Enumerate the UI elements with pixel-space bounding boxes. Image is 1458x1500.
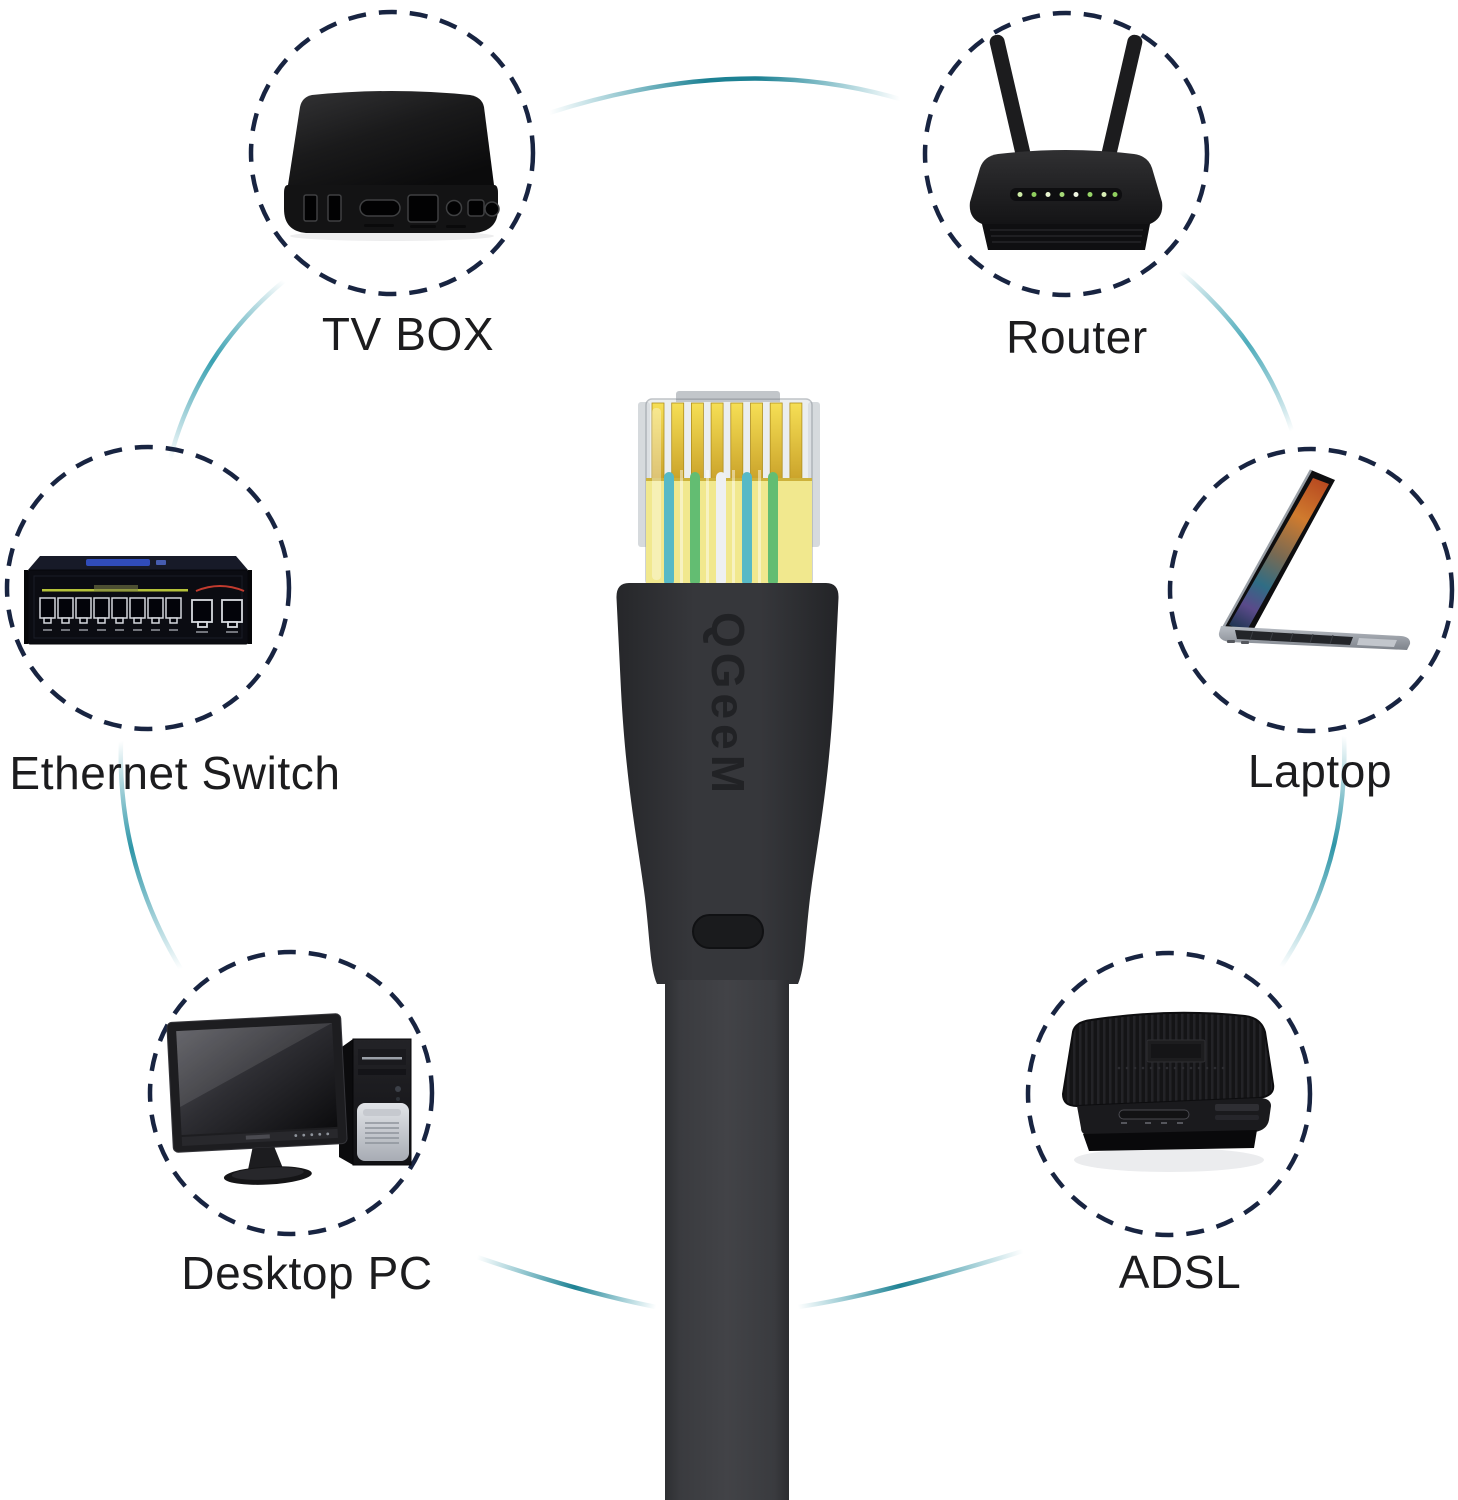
device-adsl bbox=[1019, 944, 1319, 1244]
boot-slot bbox=[692, 914, 764, 949]
dashed-circle bbox=[922, 10, 1210, 298]
label-router: Router bbox=[1006, 311, 1148, 363]
laptop-keyboard bbox=[1235, 630, 1353, 645]
arc-tvbox-switch bbox=[167, 278, 287, 462]
device-router bbox=[916, 4, 1216, 304]
audio-jack bbox=[445, 199, 463, 217]
usb-port bbox=[303, 194, 318, 222]
device-tv-box bbox=[242, 3, 542, 303]
laptop-display bbox=[1229, 478, 1329, 632]
arc-laptop-adsl bbox=[1278, 733, 1347, 970]
uplink-ports bbox=[191, 599, 243, 628]
hdmi-port bbox=[359, 199, 401, 217]
rj45-ports bbox=[39, 597, 182, 624]
led-strip bbox=[1017, 192, 1118, 197]
connector-pins bbox=[651, 402, 803, 482]
label-ethernet-switch: Ethernet Switch bbox=[9, 747, 341, 799]
rj45-connector bbox=[638, 391, 820, 587]
dashed-circle bbox=[248, 9, 536, 297]
arc-cable-adsl bbox=[795, 1248, 1026, 1310]
dashed-circle bbox=[1167, 446, 1455, 734]
optical-port bbox=[467, 199, 485, 217]
arc-tvbox-router bbox=[546, 76, 903, 116]
dashed-circle bbox=[147, 949, 435, 1237]
tv-box-photo bbox=[248, 9, 536, 297]
antenna bbox=[989, 34, 1143, 161]
laptop-trackpad bbox=[1357, 638, 1397, 647]
dashed-circle bbox=[4, 444, 292, 732]
label-adsl: ADSL bbox=[1118, 1246, 1242, 1298]
arc-router-laptop bbox=[1177, 268, 1295, 434]
adsl-modem-photo bbox=[1025, 950, 1313, 1238]
label-desktop-pc: Desktop PC bbox=[181, 1247, 433, 1299]
device-ethernet-switch bbox=[0, 438, 298, 738]
brand-logo: QGeeM bbox=[702, 612, 754, 798]
router-photo bbox=[922, 10, 1210, 298]
arc-switch-desktop bbox=[118, 738, 184, 972]
device-desktop-pc bbox=[141, 943, 441, 1243]
label-laptop: Laptop bbox=[1247, 745, 1393, 797]
connector-wires bbox=[664, 472, 778, 586]
ethernet-switch-photo bbox=[4, 444, 292, 732]
flat-cable bbox=[665, 980, 789, 1500]
device-laptop bbox=[1161, 440, 1458, 740]
dashed-circle bbox=[1025, 950, 1313, 1238]
cable-boot: QGeeM bbox=[616, 583, 839, 1500]
power-jack bbox=[484, 201, 500, 217]
usb-port bbox=[327, 194, 342, 222]
desktop-pc-photo bbox=[147, 949, 435, 1237]
pc-monitor bbox=[166, 1013, 348, 1185]
arc-desktop-cable bbox=[474, 1254, 659, 1310]
laptop-photo bbox=[1167, 446, 1455, 734]
label-tv-box: TV BOX bbox=[321, 308, 495, 360]
ethernet-port bbox=[407, 194, 439, 223]
